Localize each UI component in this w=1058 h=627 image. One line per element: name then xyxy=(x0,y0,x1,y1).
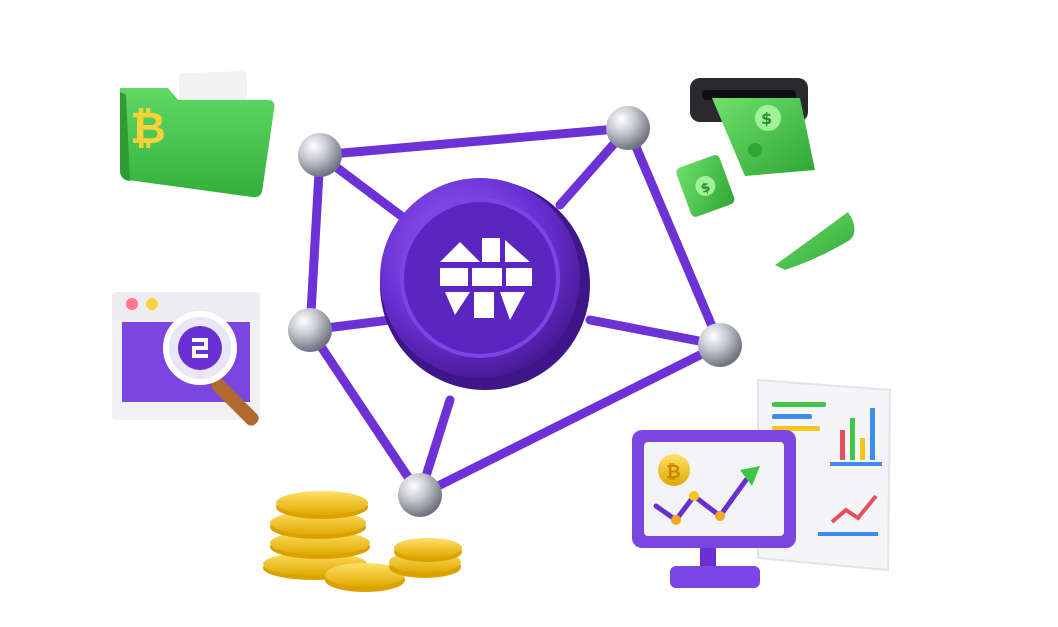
svg-text:₿: ₿ xyxy=(666,462,681,483)
svg-text:₿: ₿ xyxy=(130,103,166,154)
analytics-monitor-icon: ₿ xyxy=(632,430,796,588)
network-node xyxy=(606,106,650,150)
coin-stack-icon xyxy=(263,491,462,592)
network-node xyxy=(298,133,342,177)
flying-bill-icon: $ xyxy=(676,155,735,217)
flying-bill-icon xyxy=(775,212,855,270)
bitcoin-folder-icon: ₿ xyxy=(120,70,275,198)
network-node xyxy=(698,323,742,367)
search-window-icon xyxy=(112,292,260,426)
svg-text:$: $ xyxy=(761,109,772,128)
central-coin-icon xyxy=(380,178,590,390)
network-node xyxy=(288,308,332,352)
network-node xyxy=(398,473,442,517)
network-nodes xyxy=(288,106,742,517)
atm-cash-icon: $ xyxy=(690,78,815,176)
